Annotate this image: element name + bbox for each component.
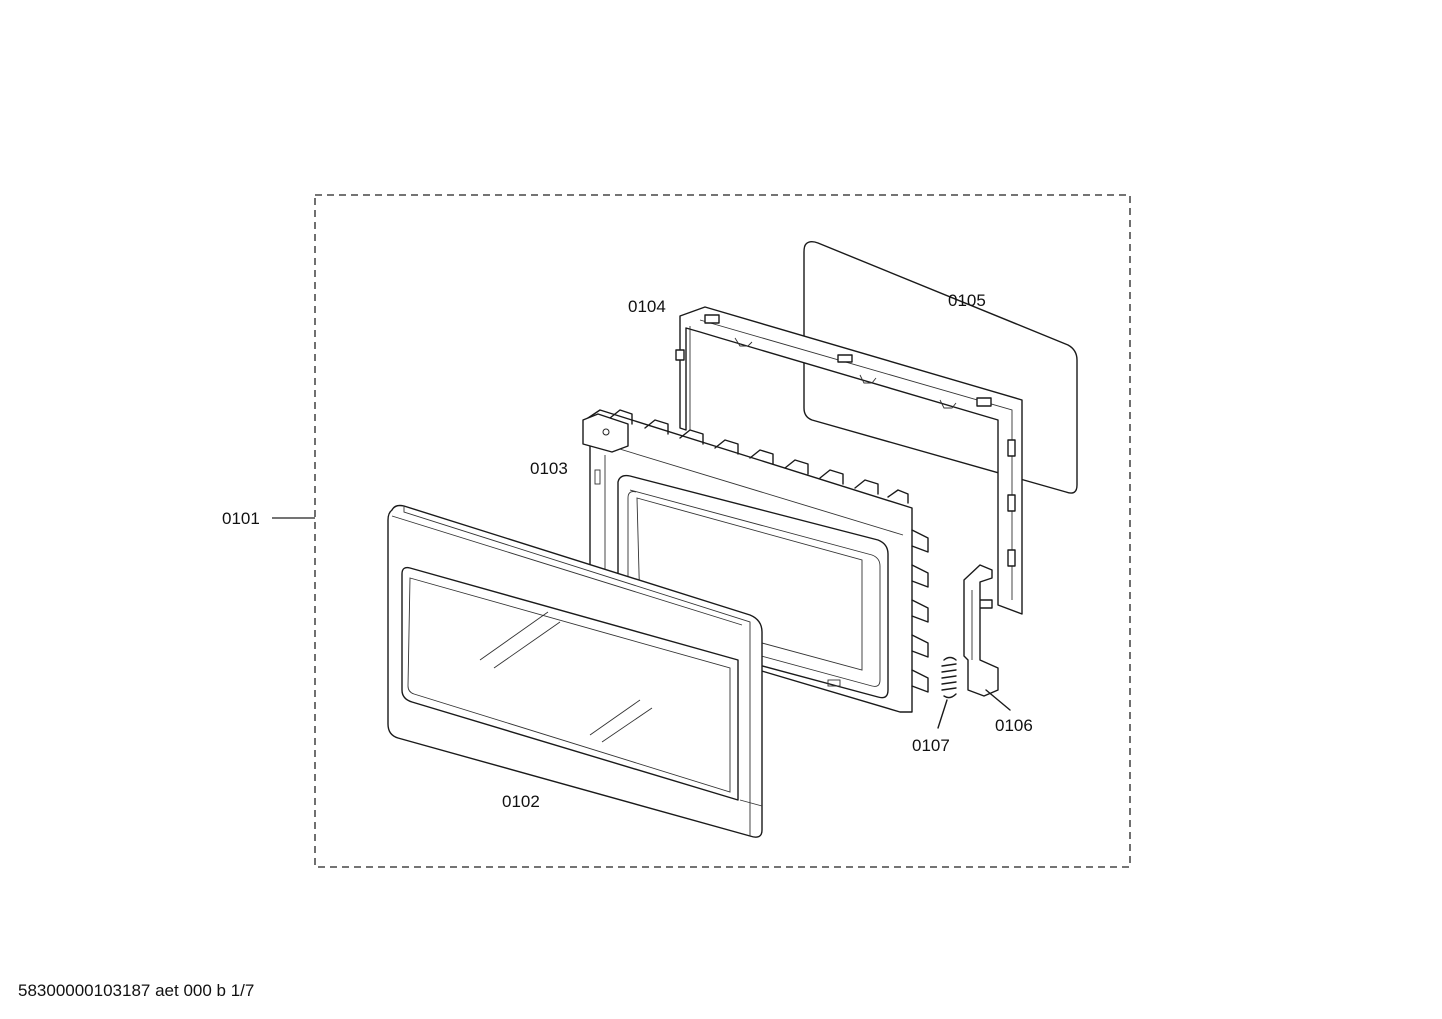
- document-footer: 58300000103187 aet 000 b 1/7: [18, 981, 255, 1000]
- label-0106: 0106: [995, 716, 1033, 735]
- label-0101: 0101: [222, 509, 260, 528]
- label-0103: 0103: [530, 459, 568, 478]
- label-0107: 0107: [912, 736, 950, 755]
- label-0105: 0105: [948, 291, 986, 310]
- part-0104-inner-frame: [675, 306, 1023, 615]
- part-0102-front-door: [387, 504, 763, 838]
- label-0102: 0102: [502, 792, 540, 811]
- label-0104: 0104: [628, 297, 666, 316]
- part-0106-hinge: [963, 564, 1011, 711]
- part-0107-spring: [937, 656, 957, 729]
